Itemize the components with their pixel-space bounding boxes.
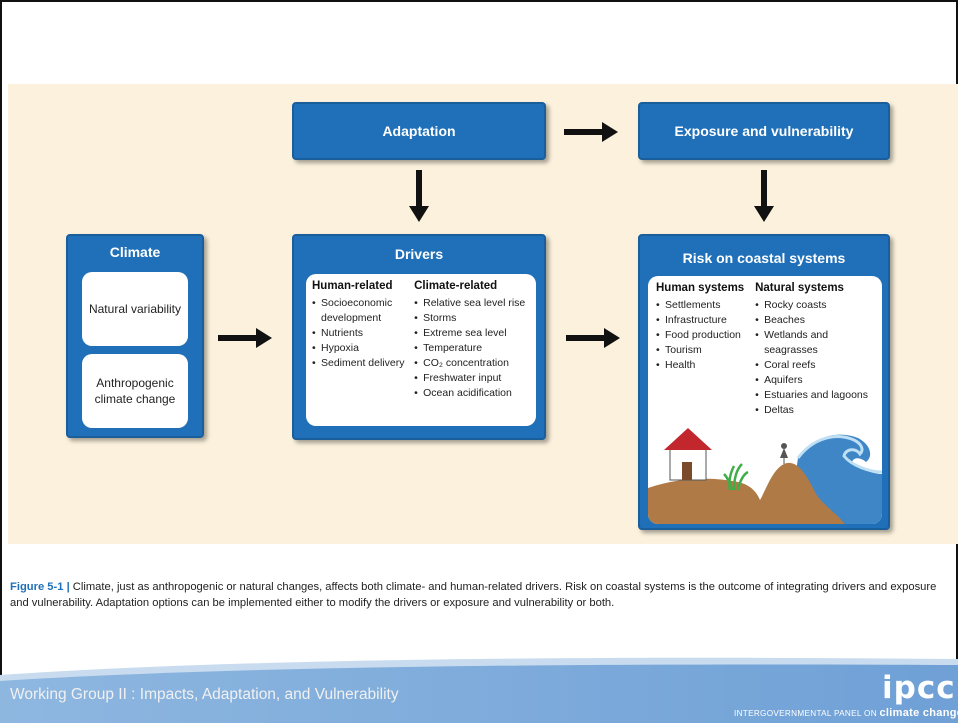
exposure-vulnerability-box: Exposure and vulnerability bbox=[638, 102, 890, 160]
ipcc-sub-emph: climate change bbox=[879, 707, 958, 719]
climate-box: Climate Natural variability Anthropogeni… bbox=[66, 234, 204, 438]
list-item: Aquifers bbox=[755, 373, 874, 388]
list-item: Socioeconomic development bbox=[312, 296, 414, 326]
anthropogenic-climate-change: Anthropogenic climate change bbox=[82, 354, 188, 428]
list-item: Storms bbox=[414, 311, 530, 326]
drivers-box: Drivers Human-related Socioeconomic deve… bbox=[292, 234, 546, 440]
list-item: Coral reefs bbox=[755, 358, 874, 373]
human-related-column: Human-related Socioeconomic developmentN… bbox=[312, 280, 414, 401]
drivers-panel: Human-related Socioeconomic developmentN… bbox=[306, 274, 536, 426]
list-item: Ocean acidification bbox=[414, 386, 530, 401]
ipcc-logo-subtitle: INTERGOVERNMENTAL PANEL ON climate chang… bbox=[734, 707, 958, 719]
list-item: Estuaries and lagoons bbox=[755, 388, 874, 403]
arrow-drivers-to-risk bbox=[566, 328, 620, 348]
human-related-list: Socioeconomic developmentNutrientsHypoxi… bbox=[312, 296, 414, 371]
list-item: Tourism bbox=[656, 343, 755, 358]
coastal-illustration bbox=[648, 428, 882, 524]
exposure-vulnerability-label: Exposure and vulnerability bbox=[674, 123, 854, 139]
human-systems-column: Human systems SettlementsInfrastructureF… bbox=[656, 282, 755, 418]
list-item: CO₂ concentration bbox=[414, 356, 530, 371]
list-item: Food production bbox=[656, 328, 755, 343]
arrow-adaptation-to-exposure bbox=[564, 122, 618, 142]
climate-related-heading: Climate-related bbox=[414, 280, 498, 292]
arrow-adaptation-to-drivers bbox=[409, 170, 429, 222]
list-item: Relative sea level rise bbox=[414, 296, 530, 311]
adaptation-box: Adaptation bbox=[292, 102, 546, 160]
list-item: Temperature bbox=[414, 341, 530, 356]
list-item: Health bbox=[656, 358, 755, 373]
climate-related-list: Relative sea level riseStormsExtreme sea… bbox=[414, 296, 530, 401]
climate-related-column: Climate-related Relative sea level riseS… bbox=[414, 280, 530, 401]
list-item: Sediment delivery bbox=[312, 356, 414, 371]
risk-title: Risk on coastal systems bbox=[682, 250, 846, 266]
list-item: Infrastructure bbox=[656, 313, 755, 328]
list-item: Freshwater input bbox=[414, 371, 530, 386]
drivers-title: Drivers bbox=[394, 246, 444, 262]
climate-title: Climate bbox=[109, 244, 161, 260]
figure-caption: Figure 5-1 | Climate, just as anthropoge… bbox=[10, 579, 950, 611]
arrow-exposure-to-risk bbox=[754, 170, 774, 222]
natural-variability: Natural variability bbox=[82, 272, 188, 346]
caption-label: Figure 5-1 | bbox=[10, 581, 70, 593]
ipcc-logo: ipcc bbox=[882, 670, 956, 706]
risk-panel: Human systems SettlementsInfrastructureF… bbox=[648, 276, 882, 524]
adaptation-label: Adaptation bbox=[382, 123, 456, 139]
natural-systems-heading: Natural systems bbox=[755, 282, 844, 294]
list-item: Hypoxia bbox=[312, 341, 414, 356]
ipcc-sub-prefix: INTERGOVERNMENTAL PANEL ON bbox=[734, 709, 880, 718]
list-item: Nutrients bbox=[312, 326, 414, 341]
footer-title: Working Group II : Impacts, Adaptation, … bbox=[10, 686, 399, 703]
natural-systems-list: Rocky coastsBeachesWetlands and seagrass… bbox=[755, 298, 874, 418]
caption-text: Climate, just as anthropogenic or natura… bbox=[10, 581, 937, 609]
human-systems-list: SettlementsInfrastructureFood production… bbox=[656, 298, 755, 373]
human-related-heading: Human-related bbox=[312, 280, 393, 292]
list-item: Settlements bbox=[656, 298, 755, 313]
footer-band bbox=[0, 657, 958, 723]
list-item: Extreme sea level bbox=[414, 326, 530, 341]
list-item: Beaches bbox=[755, 313, 874, 328]
list-item: Wetlands and seagrasses bbox=[755, 328, 874, 358]
natural-systems-column: Natural systems Rocky coastsBeachesWetla… bbox=[755, 282, 874, 418]
list-item: Rocky coasts bbox=[755, 298, 874, 313]
human-systems-heading: Human systems bbox=[656, 282, 745, 294]
list-item: Deltas bbox=[755, 403, 874, 418]
arrow-climate-to-drivers bbox=[218, 328, 272, 348]
risk-coastal-box: Risk on coastal systems Human systems Se… bbox=[638, 234, 890, 530]
